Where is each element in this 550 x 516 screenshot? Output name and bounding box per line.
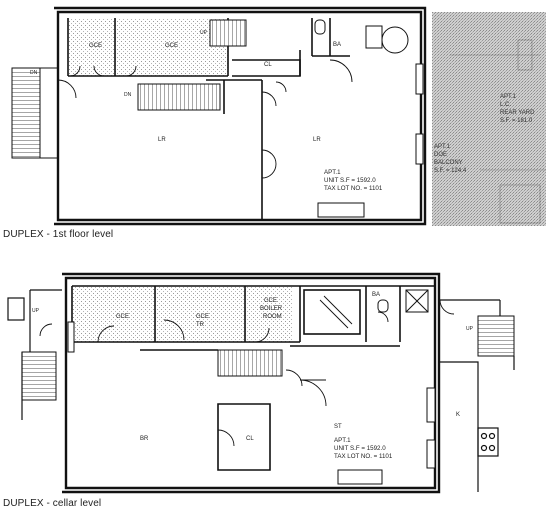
room-label-lr: LR	[158, 137, 166, 143]
cellar-caption: DUPLEX - cellar level	[3, 498, 102, 509]
entry-stair	[11, 67, 41, 159]
first-floor-plan: APT.1 L.C. REAR YARD S.F. = 181.0 APT.1 …	[11, 6, 546, 226]
room-label-st: ST	[334, 424, 342, 430]
entry-dn-label: DN	[30, 70, 38, 76]
exterior-labels: APT.1 L.C. REAR YARD S.F. = 181.0 APT.1 …	[434, 94, 535, 174]
exterior-walls	[54, 6, 427, 226]
door-swings	[39, 299, 455, 447]
interior-walls	[71, 285, 435, 471]
bath-fixtures	[377, 289, 429, 313]
yard-label: APT.1	[500, 94, 517, 100]
room-label-cl: CL	[264, 62, 272, 68]
room-label-tr: TR	[196, 322, 205, 328]
unit-sf-label: UNIT S.F = 1592.0	[324, 177, 376, 184]
apt-label: APT.1	[324, 169, 341, 176]
cellar-left-stair	[21, 351, 57, 401]
room-label-gce: GCE	[89, 43, 102, 49]
cellar-right-stair	[477, 315, 515, 357]
balcony-label: S.F. = 124.4	[434, 168, 467, 174]
balcony-label: BALCONY	[434, 160, 463, 166]
balcony-label: DOE	[434, 152, 447, 158]
room-label-k: K	[456, 412, 460, 418]
cellar-main-stair	[217, 349, 283, 377]
room-label-gce: GCE	[196, 314, 209, 320]
door-swings	[57, 59, 353, 179]
stair-up-label: UP	[466, 326, 474, 332]
bath-fixtures	[314, 19, 409, 54]
stair-up-label: UP	[32, 308, 40, 314]
stair-up-label: UP	[200, 30, 208, 36]
gce-area	[68, 18, 228, 76]
upper-stair	[209, 19, 247, 47]
room-label-br: BR	[140, 436, 149, 442]
room-label-gce: GCE	[116, 314, 129, 320]
room-label-boiler: GCE	[264, 298, 277, 304]
unit-sf-label: UNIT S.F = 1592.0	[334, 445, 386, 452]
room-label-ba: BA	[333, 42, 341, 48]
yard-label: L.C.	[500, 102, 511, 108]
tax-lot-label: TAX LOT NO. = 1101	[334, 453, 393, 460]
yard-label: S.F. = 181.0	[500, 118, 533, 124]
first-floor-caption: DUPLEX - 1st floor level	[3, 229, 114, 240]
stair-dn-label: DN	[124, 92, 132, 98]
kitchen-area	[439, 299, 515, 492]
yard-label: REAR YARD	[500, 110, 535, 116]
main-stair	[137, 83, 221, 111]
rear-yard-area	[432, 12, 546, 226]
tax-lot-label: TAX LOT NO. = 1101	[324, 185, 383, 192]
room-label-cl: CL	[246, 436, 254, 442]
windows	[317, 63, 424, 218]
room-label-boiler: BOILER	[260, 306, 283, 312]
room-label-lr: LR	[313, 137, 321, 143]
room-label-ba: BA	[372, 292, 380, 298]
gce-area	[72, 286, 292, 342]
exterior-walls	[62, 272, 441, 494]
room-label-boiler: ROOM	[263, 314, 282, 320]
windows	[67, 321, 436, 485]
cellar-plan: GCE GCE TR GCE BOILER ROOM BA BR CL ST K…	[7, 272, 515, 494]
apt-label: APT.1	[334, 437, 351, 444]
balcony-label: APT.1	[434, 144, 451, 150]
room-label-gce: GCE	[165, 43, 178, 49]
